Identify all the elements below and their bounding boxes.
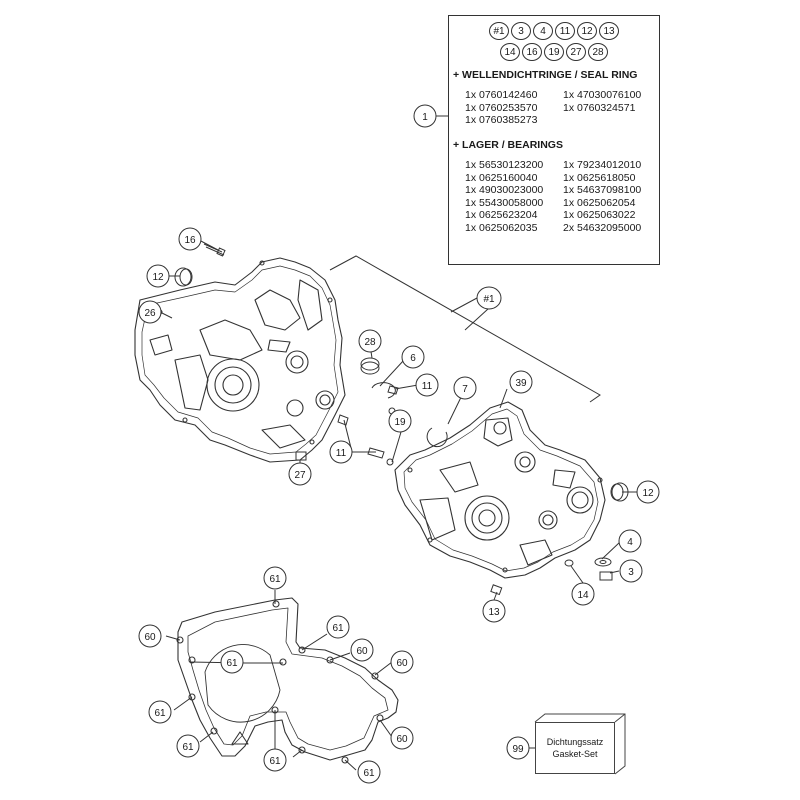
reference-chip: 28	[588, 43, 608, 61]
reference-chip: 14	[500, 43, 520, 61]
part-number-item: 1x 56530123200	[465, 159, 544, 171]
part-number-item: 2x 54632095000	[563, 221, 642, 234]
reference-chip: 3	[511, 22, 531, 40]
callout-61: 61	[269, 756, 281, 767]
callout-4: 4	[627, 537, 633, 548]
callout-99: 99	[512, 744, 524, 755]
part-number-item: 1x 0760142460	[465, 89, 538, 101]
reference-chip: 12	[577, 22, 597, 40]
callout-1: 1	[422, 112, 428, 123]
callout-60: 60	[396, 658, 408, 669]
bearing-list: 1x 56530123200 1x 79234012010 1x 062516004…	[465, 159, 659, 234]
reference-chip: 16	[522, 43, 542, 61]
part-number-item: 1x 0625063022	[563, 209, 636, 221]
callout-61: 61	[226, 658, 238, 669]
part-number-item: 1x 0625623204	[465, 209, 538, 221]
callout-60: 60	[396, 734, 408, 745]
reference-chip: 19	[544, 43, 564, 61]
part-number-item: 1x 79234012010	[563, 159, 642, 171]
left-crankcase-half	[134, 257, 346, 463]
part-number-item: 1x 0625160040	[465, 171, 538, 184]
reference-chip: #1	[489, 22, 509, 40]
gasket-set-label-en: Gasket-Set	[552, 749, 598, 759]
callout-3: 3	[628, 567, 634, 578]
callout-11: 11	[336, 448, 347, 459]
callout-61: 61	[182, 742, 194, 753]
seal-ring-section: + WELLENDICHTRINGE / SEAL RING 1x 076014…	[449, 69, 659, 127]
callout-61: 61	[363, 768, 375, 779]
callout-7: 7	[462, 384, 468, 395]
callout-12: 12	[152, 272, 164, 283]
callout-13: 13	[488, 607, 500, 618]
part-number-item: 1x 0760253570	[465, 101, 538, 114]
bearing-section: + LAGER / BEARINGS 1x 56530123200 1x 7923…	[449, 139, 659, 234]
callout-39: 39	[515, 378, 527, 389]
callout-hash-1: #1	[483, 294, 495, 305]
crankcase-gasket	[176, 597, 399, 764]
callout-61: 61	[154, 708, 166, 719]
part-number-item: 1x 0625618050	[563, 171, 636, 184]
part-number-item: 1x 47030076100	[563, 89, 642, 101]
section-heading: + WELLENDICHTRINGE / SEAL RING	[453, 69, 638, 81]
callout-12: 12	[642, 488, 654, 499]
callout-60: 60	[144, 632, 156, 643]
callout-28: 28	[364, 337, 376, 348]
reference-chip: 13	[599, 22, 619, 40]
callout-6: 6	[410, 353, 416, 364]
callout-16: 16	[184, 235, 196, 246]
reference-chip: 11	[555, 22, 575, 40]
callout-61: 61	[269, 574, 281, 585]
part-number-item: 1x 55430058000	[465, 196, 544, 209]
seal-ring-list: 1x 0760142460 1x 47030076100 1x 0760253570…	[465, 89, 659, 127]
right-crankcase-half	[394, 401, 606, 579]
callout-19: 19	[394, 417, 406, 428]
gasket-set-label-de: Dichtungssatz	[546, 737, 604, 747]
part-number-item: 1x 0625062054	[563, 196, 636, 209]
callout-27: 27	[294, 470, 306, 481]
part-number-item: 1x 0760385273	[465, 114, 538, 126]
callout-60: 60	[356, 646, 368, 657]
part-number-item: 1x 49030023000	[465, 184, 544, 196]
callout-11: 11	[422, 381, 433, 392]
reference-chip: 27	[566, 43, 586, 61]
callout-61: 61	[332, 623, 344, 634]
reference-chip: 4	[533, 22, 553, 40]
part-number-item: 1x 54637098100	[563, 184, 642, 196]
part-number-item: 1x 0625062035	[465, 221, 538, 234]
callout-14: 14	[577, 590, 589, 601]
section-heading: + LAGER / BEARINGS	[453, 139, 563, 151]
gasket-set-box: Dichtungssatz Gasket-Set	[535, 722, 615, 774]
callout-26: 26	[144, 308, 156, 319]
part-number-item: 1x 0760324571	[563, 101, 636, 114]
